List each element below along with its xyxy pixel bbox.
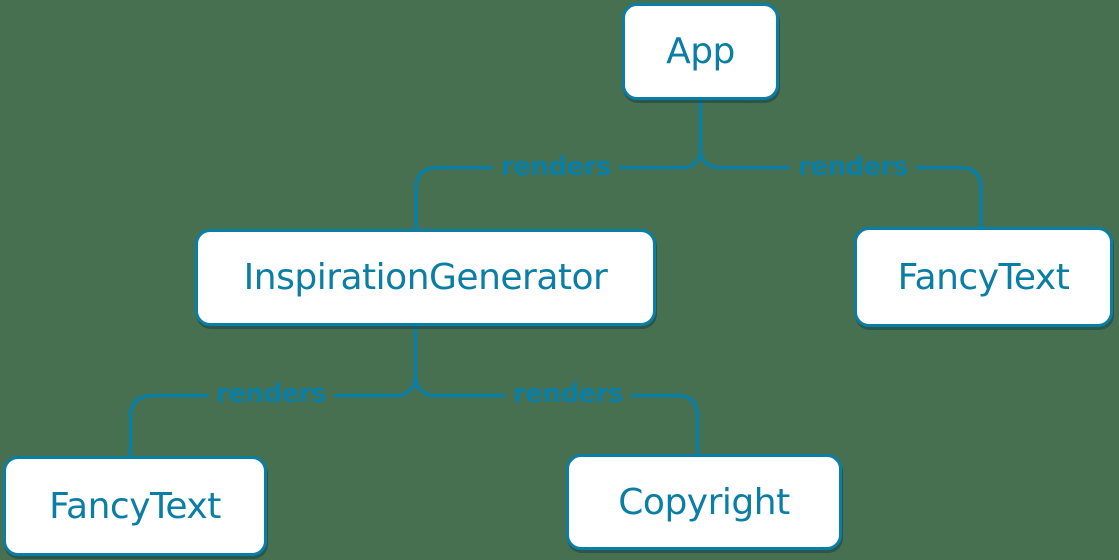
edge-inspiration-to-fancytext: [128, 375, 418, 459]
node-fancytext-left: FancyText: [3, 456, 267, 556]
edge-label-renders: renders: [492, 152, 620, 182]
node-label: FancyText: [49, 485, 221, 527]
node-fancytext-right: FancyText: [854, 227, 1113, 327]
edge-inspiration-to-copyright: [413, 375, 700, 457]
node-label: App: [666, 31, 735, 72]
edge-label-renders: renders: [504, 379, 632, 409]
edge-label-renders: renders: [207, 379, 335, 409]
edge-app-to-fancytext: [698, 149, 983, 230]
node-copyright: Copyright: [566, 454, 842, 550]
node-label: FancyText: [897, 256, 1070, 298]
node-label: InspirationGenerator: [243, 257, 608, 298]
node-app: App: [622, 3, 779, 100]
node-inspiration-generator: InspirationGenerator: [195, 229, 656, 326]
node-label: Copyright: [618, 481, 790, 523]
edge-app-to-inspiration: [414, 149, 703, 232]
edge-label-renders: renders: [789, 152, 917, 182]
